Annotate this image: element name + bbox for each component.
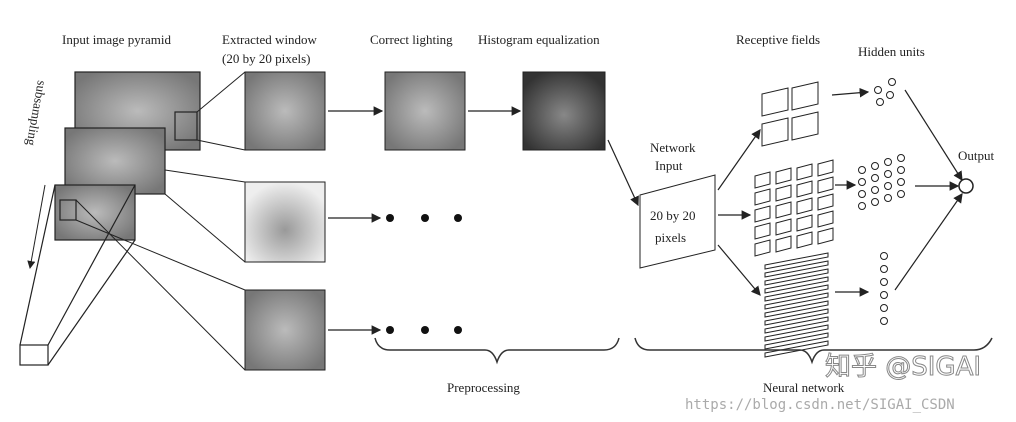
receptive-field-stripe xyxy=(764,308,829,326)
hidden-unit xyxy=(884,170,892,178)
receptive-field-patch xyxy=(761,117,789,147)
receptive-field-patch xyxy=(796,163,813,181)
hidden-unit xyxy=(884,158,892,166)
subsampling-arrow xyxy=(27,184,46,269)
hidden-unit xyxy=(884,194,892,202)
receptive-field-patch xyxy=(754,171,771,189)
label-neural-network: Neural network xyxy=(763,380,845,395)
hidden-unit xyxy=(880,291,888,299)
receptive-field-patch xyxy=(775,235,792,253)
hidden-unit xyxy=(871,174,879,182)
receptive-field-stripe xyxy=(764,284,829,302)
continuation-dots xyxy=(386,214,462,334)
url-watermark: https://blog.csdn.net/SIGAI_CSDN xyxy=(685,397,955,413)
hidden-unit xyxy=(858,190,866,198)
label-correct-lighting: Correct lighting xyxy=(370,32,453,47)
hidden-unit xyxy=(874,86,882,94)
receptive-field-stripe xyxy=(764,292,829,310)
receptive-field-patch xyxy=(796,180,813,198)
receptive-field-stripe xyxy=(764,300,829,318)
hidden-unit xyxy=(897,190,905,198)
receptive-field-patch xyxy=(761,87,789,117)
receptive-field-stripe xyxy=(764,332,829,350)
receptive-field-stripe xyxy=(764,324,829,342)
hidden-unit xyxy=(884,182,892,190)
label-extracted-size: (20 by 20 pixels) xyxy=(222,51,310,66)
label-extracted-window: Extracted window xyxy=(222,32,318,47)
receptive-field-patch xyxy=(791,81,819,111)
receptive-field-patch xyxy=(775,184,792,202)
hidden-unit xyxy=(858,202,866,210)
hidden-units xyxy=(858,78,905,325)
receptive-field-patch xyxy=(775,167,792,185)
label-output: Output xyxy=(958,148,995,163)
hidden-unit xyxy=(880,317,888,325)
hidden-unit xyxy=(897,178,905,186)
hidden-unit xyxy=(888,78,896,86)
label-network: Network xyxy=(650,140,696,155)
label-subsampling: subsampling xyxy=(24,79,50,147)
label-input-pyramid: Input image pyramid xyxy=(62,32,172,47)
hidden-unit xyxy=(880,278,888,286)
receptive-field-patch xyxy=(817,227,834,245)
image-pyramid xyxy=(19,71,201,366)
label-pixels: pixels xyxy=(655,230,686,245)
output-unit xyxy=(958,178,974,194)
network-input-plane xyxy=(639,174,716,269)
neural-network-brace xyxy=(634,337,993,365)
receptive-field-stripe xyxy=(764,260,829,278)
receptive-field-stripe xyxy=(764,252,829,270)
receptive-field-patch xyxy=(754,188,771,206)
hidden-unit xyxy=(886,91,894,99)
hidden-unit xyxy=(897,154,905,162)
receptive-field-stripe xyxy=(764,316,829,334)
receptive-field-patch xyxy=(791,111,819,141)
zhihu-watermark: 知乎 @SIGAI xyxy=(825,352,981,382)
receptive-field-stripe xyxy=(764,276,829,294)
hidden-unit xyxy=(871,186,879,194)
hidden-unit xyxy=(858,178,866,186)
label-receptive-fields: Receptive fields xyxy=(736,32,820,47)
receptive-field-stripe xyxy=(764,340,829,358)
receptive-field-patch xyxy=(796,197,813,215)
receptive-fields xyxy=(754,81,834,358)
receptive-field-patch xyxy=(817,193,834,211)
label-preprocessing: Preprocessing xyxy=(447,380,520,395)
receptive-field-patch xyxy=(754,222,771,240)
lighting-corrected-window xyxy=(384,71,466,151)
extracted-window-3 xyxy=(244,289,326,371)
receptive-field-patch xyxy=(796,214,813,232)
receptive-field-patch xyxy=(754,239,771,257)
receptive-field-patch xyxy=(796,231,813,249)
receptive-field-patch xyxy=(775,218,792,236)
hidden-unit xyxy=(871,198,879,206)
receptive-field-patch xyxy=(817,176,834,194)
extracted-window-1 xyxy=(244,71,326,151)
receptive-field-patch xyxy=(817,210,834,228)
receptive-field-patch xyxy=(817,159,834,177)
hidden-unit xyxy=(880,265,888,273)
hidden-unit xyxy=(871,162,879,170)
hidden-unit xyxy=(880,252,888,260)
receptive-field-stripe xyxy=(764,268,829,286)
network-arrows xyxy=(717,87,963,297)
hidden-unit xyxy=(897,166,905,174)
hidden-unit xyxy=(880,304,888,312)
receptive-field-patch xyxy=(754,205,771,223)
histogram-equalized-window xyxy=(522,71,606,151)
flow-arrows xyxy=(328,106,639,335)
extraction-lines xyxy=(75,71,246,371)
label-input: Input xyxy=(655,158,683,173)
hidden-unit xyxy=(858,166,866,174)
label-hidden-units: Hidden units xyxy=(858,44,925,59)
label-histogram-equalization: Histogram equalization xyxy=(478,32,600,47)
hidden-unit xyxy=(876,98,884,106)
preprocessing-brace xyxy=(374,337,620,365)
receptive-field-patch xyxy=(775,201,792,219)
label-input-size: 20 by 20 xyxy=(650,208,696,223)
extracted-window-2 xyxy=(244,181,326,263)
